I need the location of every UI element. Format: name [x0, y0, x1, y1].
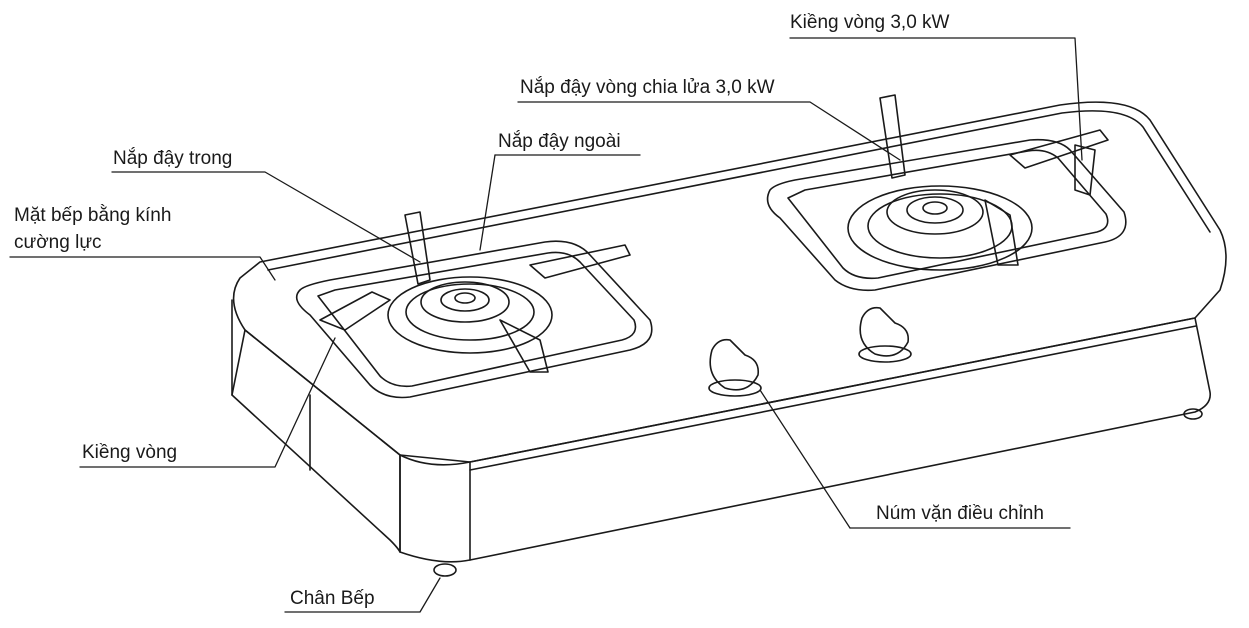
right-burner-tray — [766, 138, 1127, 292]
foot-right — [1183, 408, 1203, 420]
right-burner-outer — [847, 185, 1033, 271]
label-nap-day-vong-chia-lua: Nắp đậy vòng chia lửa 3,0 kW — [520, 77, 775, 98]
label-nap-day-trong: Nắp đậy trong — [113, 148, 233, 169]
label-mat-bep-line1: Mặt bếp bằng kính — [14, 205, 172, 226]
left-burner-outer — [387, 276, 553, 354]
knob-left — [709, 338, 760, 391]
left-burner-tray — [295, 240, 653, 399]
left-panel — [231, 329, 401, 553]
glass-top — [232, 101, 1227, 466]
label-chan-bep: Chân Bếp — [290, 588, 375, 609]
label-nap-day-ngoai: Nắp đậy ngoài — [498, 131, 621, 152]
front-panel — [399, 317, 1212, 563]
knob-right — [859, 306, 910, 357]
leader-lines — [9, 37, 1083, 613]
left-burner-inner — [420, 281, 510, 323]
label-kieng-vong: Kiềng vòng — [82, 442, 178, 463]
foot-front — [433, 563, 457, 577]
label-kieng-vong-3kw: Kiềng vòng 3,0 kW — [790, 12, 950, 33]
label-num-van-dieu-chinh: Núm vặn điều chỉnh — [876, 503, 1044, 524]
label-mat-bep-line2: cường lực — [14, 232, 102, 253]
right-burner-inner — [886, 189, 984, 235]
